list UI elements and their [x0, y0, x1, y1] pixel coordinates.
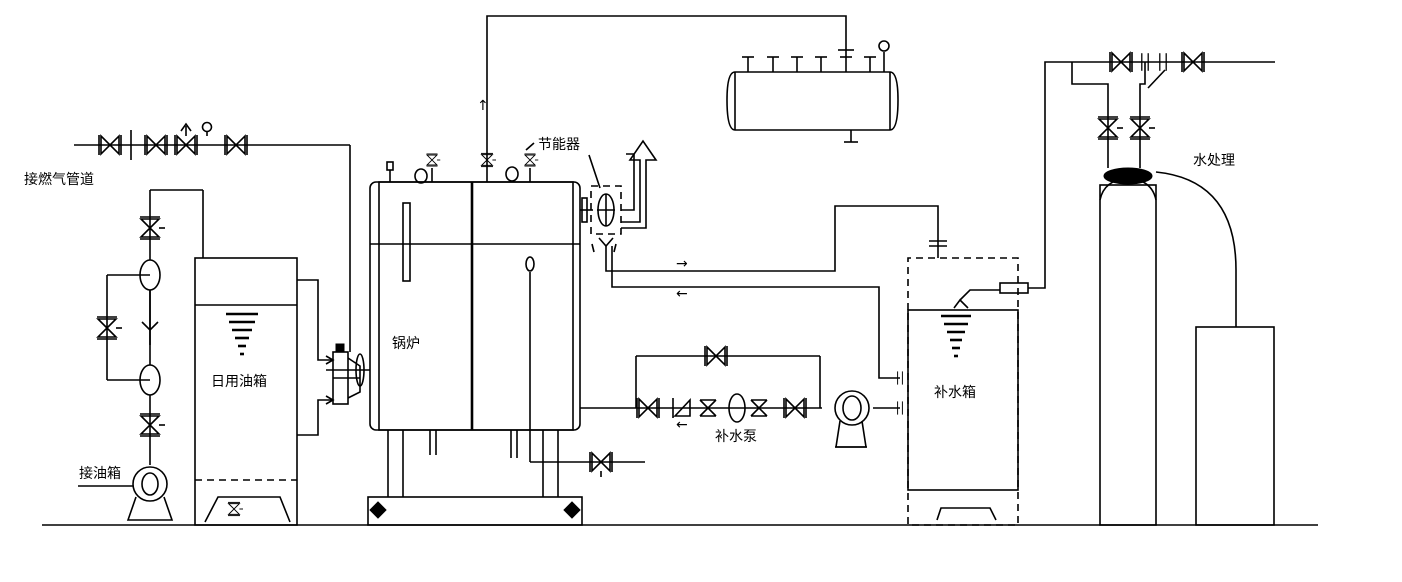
oil-level-mark: [226, 312, 258, 356]
day-oil-tank: [194, 257, 298, 526]
steam-main: [480, 15, 854, 182]
water-level-mark: [941, 314, 971, 358]
oil-supply-line: [96, 189, 204, 465]
boiler-label: 锅炉: [392, 336, 420, 352]
gas-pipeline-label: 接燃气管道: [24, 172, 94, 188]
water-treatment-label: 水处理: [1193, 153, 1235, 169]
boiler: [369, 181, 581, 462]
burner: [326, 343, 370, 405]
water-treatment-piping: [1071, 51, 1275, 168]
water-treatment-vessel: [1099, 167, 1275, 526]
gas-pipeline: [74, 121, 351, 352]
blowdown-line: [530, 451, 645, 478]
economizer-label: 节能器: [538, 137, 580, 153]
oil-inlet-label: 接油箱: [79, 466, 121, 482]
makeup-pump-line: [580, 345, 903, 423]
economizer-water-loop: [605, 205, 947, 386]
boiler-base: [367, 430, 583, 526]
economizer: [580, 154, 622, 253]
steam-header: [726, 40, 899, 143]
boiler-top-fittings: [386, 142, 539, 184]
feedwater-pump: [834, 390, 870, 448]
makeup-pump-label: 补水泵: [715, 429, 757, 445]
day-oil-tank-label: 日用油箱: [211, 374, 267, 390]
makeup-water-tank: [907, 61, 1107, 526]
pump-return-arrow: ←: [676, 417, 688, 433]
oil-lines-to-burner: [297, 279, 335, 436]
oil-pump: [78, 466, 174, 521]
tank-to-econ-arrow: ←: [676, 286, 688, 302]
chimney: [621, 139, 658, 229]
makeup-tank-label: 补水箱: [934, 385, 976, 401]
steam-up-arrow: ↑: [477, 98, 489, 114]
econ-to-tank-arrow: →: [676, 256, 688, 272]
